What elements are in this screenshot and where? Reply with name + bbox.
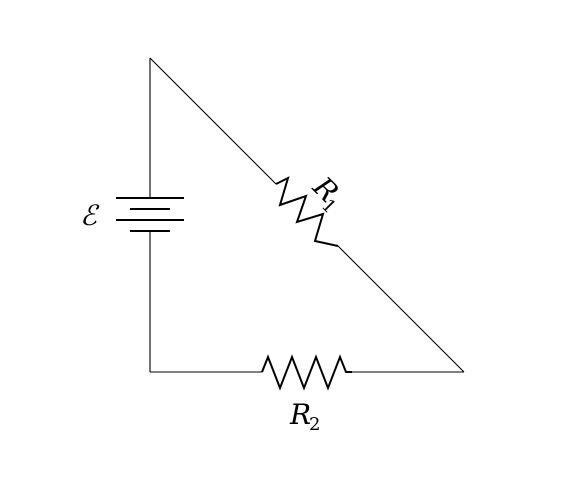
wire-diagonal-lower — [337, 245, 465, 373]
r2-label-sub: 2 — [309, 414, 320, 435]
resistor-r1-label: R 1 — [306, 170, 345, 218]
resistor-r2 — [261, 354, 352, 391]
battery-symbol — [116, 197, 184, 232]
r2-label-main: R — [289, 398, 311, 431]
battery-label: ℰ — [80, 199, 100, 232]
resistor-r1 — [275, 176, 339, 247]
wire-diagonal-upper — [149, 57, 277, 185]
